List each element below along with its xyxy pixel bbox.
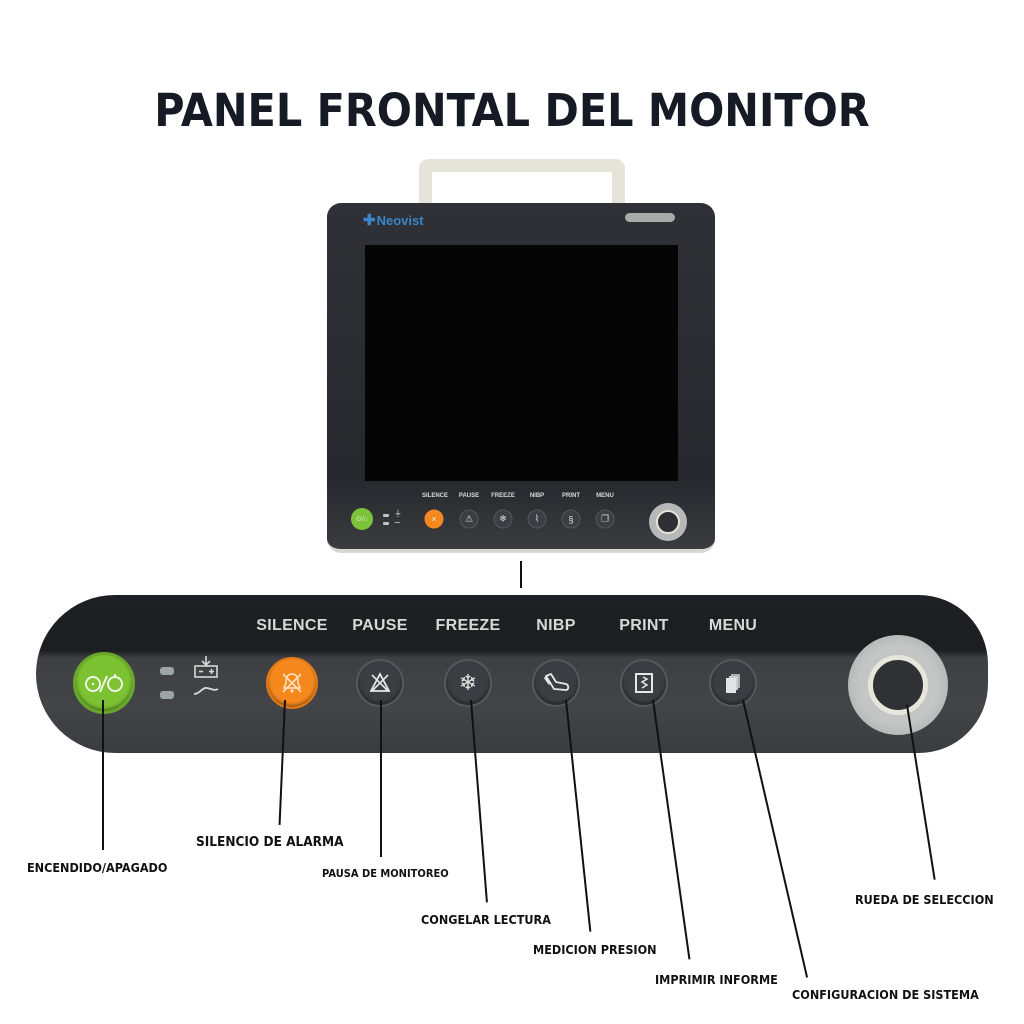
- page-title: PANEL FRONTAL DEL MONITOR: [154, 84, 870, 137]
- callout-knob: RUEDA DE SELECCION: [855, 892, 994, 907]
- snowflake-icon: ❄: [499, 513, 507, 524]
- small-print-button[interactable]: §: [561, 509, 581, 529]
- power-standby-icon: ⊙/○: [355, 516, 369, 523]
- label-freeze: FREEZE: [435, 617, 501, 634]
- plus-icon: ✚: [363, 212, 376, 229]
- battery-charging-icon: [194, 656, 218, 678]
- callout-nibp: MEDICION PRESION: [533, 942, 657, 957]
- callout-line-pause: [380, 700, 382, 857]
- callout-pause: PAUSA DE MONITOREO: [322, 867, 449, 880]
- small-ac-led: [383, 522, 389, 525]
- small-label-print: PRINT: [562, 493, 580, 499]
- menu-button[interactable]: [709, 659, 757, 707]
- small-menu-button[interactable]: ❐: [595, 509, 615, 529]
- power-button[interactable]: [73, 652, 135, 714]
- small-selection-wheel[interactable]: [649, 503, 687, 541]
- small-battery-led: [383, 514, 389, 517]
- blood-pressure-cuff-icon: [543, 673, 570, 691]
- control-panel-enlarged: SILENCE PAUSE FREEZE NIBP PRINT MENU: [36, 595, 988, 753]
- label-nibp: NIBP: [536, 617, 576, 634]
- label-pause: PAUSE: [352, 617, 408, 634]
- monitor-screen: [365, 245, 678, 481]
- small-pause-button[interactable]: ⚠: [459, 509, 479, 529]
- small-label-pause: PAUSE: [458, 493, 480, 499]
- small-silence-button[interactable]: ✕: [424, 509, 444, 529]
- small-freeze-button[interactable]: ❄: [493, 509, 513, 529]
- callout-line-power: [102, 700, 104, 850]
- blood-pressure-cuff-icon: ⌇: [534, 513, 540, 524]
- status-light: [625, 213, 675, 222]
- small-label-menu: MENU: [596, 493, 614, 499]
- monitor-device: ✚Neovist SILENCE PAUSE FREEZE NIBP PRINT…: [327, 203, 715, 553]
- printer-icon: [635, 673, 653, 693]
- small-label-freeze: FREEZE: [491, 493, 515, 499]
- alarm-pause-icon: ⚠: [464, 513, 474, 524]
- menu-pages-icon: [726, 674, 740, 693]
- alarm-silence-button[interactable]: [266, 657, 318, 709]
- small-nibp-button[interactable]: ⌇: [527, 509, 547, 529]
- pause-button[interactable]: [356, 659, 404, 707]
- power-standby-icon: [85, 674, 123, 693]
- printer-icon: §: [568, 514, 574, 524]
- label-menu: MENU: [708, 617, 758, 634]
- label-silence: SILENCE: [256, 617, 328, 634]
- brand-logo: ✚Neovist: [363, 211, 424, 229]
- freeze-button[interactable]: ❄: [444, 659, 492, 707]
- brand-name: Neovist: [376, 213, 424, 228]
- callout-print: IMPRIMIR INFORME: [655, 972, 778, 987]
- battery-charging-icon: ⏚: [394, 509, 402, 518]
- alarm-silence-icon: ✕: [431, 516, 437, 523]
- callout-silence: SILENCIO DE ALARMA: [196, 834, 344, 850]
- zoom-connector-line: [520, 561, 522, 588]
- small-label-silence: SILENCE: [421, 493, 449, 499]
- callout-power: ENCENDIDO/APAGADO: [27, 860, 168, 875]
- ac-power-icon: [193, 687, 219, 695]
- menu-pages-icon: ❐: [600, 513, 610, 524]
- alarm-silence-icon: [282, 673, 302, 693]
- alarm-pause-icon: [369, 672, 391, 692]
- small-label-nibp: NIBP: [529, 493, 545, 499]
- nibp-button[interactable]: [532, 659, 580, 707]
- selection-wheel-icon: [868, 655, 928, 715]
- small-button-labels: SILENCE PAUSE FREEZE NIBP PRINT MENU: [327, 493, 715, 503]
- print-button[interactable]: [620, 659, 668, 707]
- ac-power-led: [160, 691, 174, 699]
- callout-freeze: CONGELAR LECTURA: [421, 912, 551, 927]
- callout-menu: CONFIGURACION DE SISTEMA: [792, 987, 979, 1002]
- label-print: PRINT: [619, 617, 669, 634]
- selection-wheel[interactable]: [848, 635, 948, 735]
- snowflake-icon: ❄: [458, 670, 478, 696]
- small-power-button[interactable]: ⊙/○: [351, 508, 373, 530]
- ac-power-icon: ∼: [394, 518, 401, 527]
- battery-led: [160, 667, 174, 675]
